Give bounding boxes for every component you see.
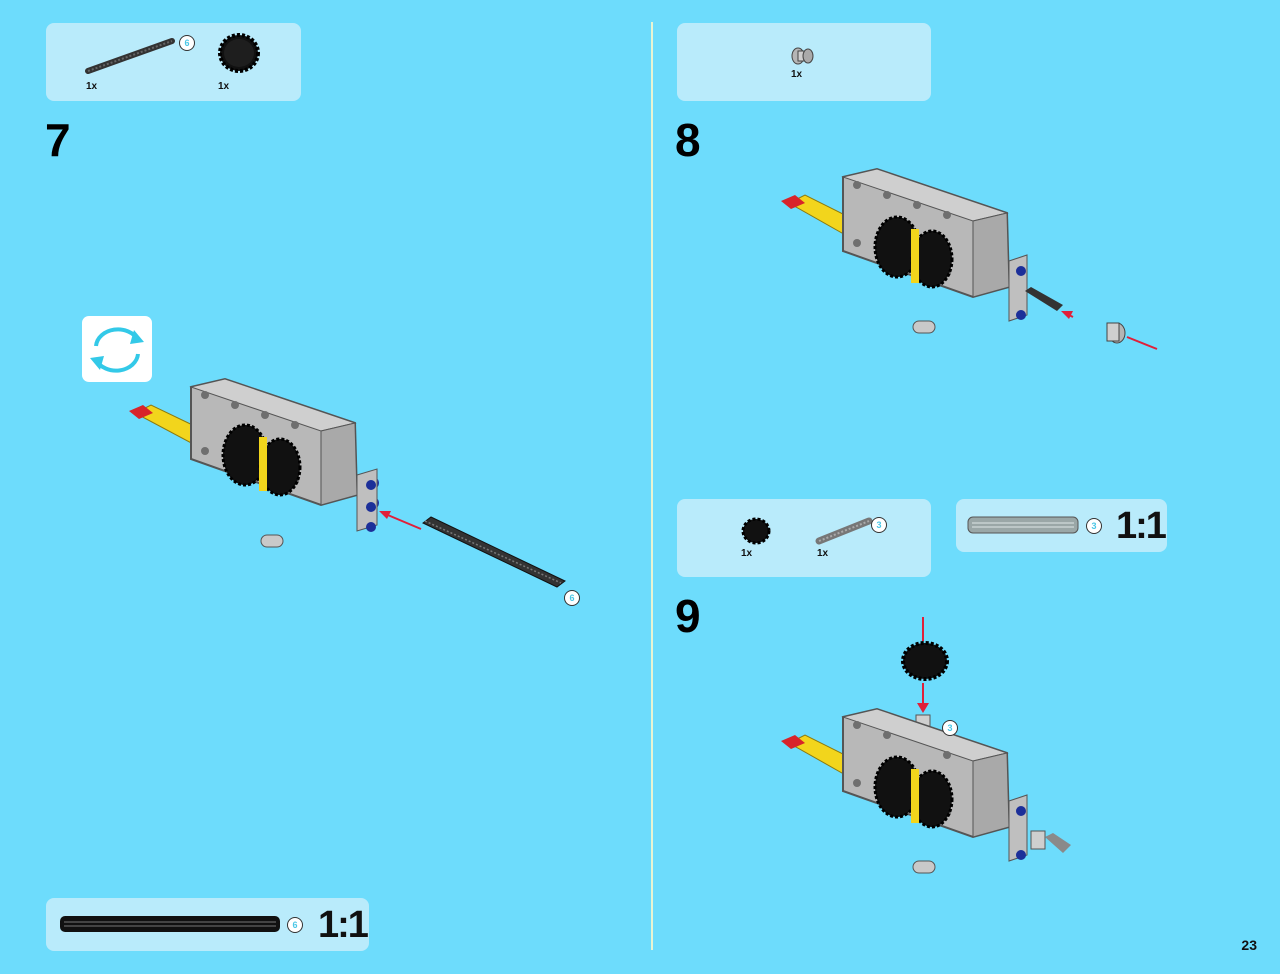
bush-icon bbox=[791, 47, 814, 65]
rotate-model-icon bbox=[82, 316, 152, 382]
step-7-gearbox-model bbox=[129, 377, 566, 588]
step-8-parts-panel: 1x bbox=[677, 23, 931, 101]
axle-length-badge: 6 bbox=[179, 35, 195, 51]
step-number: 8 bbox=[675, 114, 701, 166]
axle-length-badge: 3 bbox=[942, 720, 958, 736]
page-number: 23 bbox=[1241, 937, 1257, 953]
scale-ratio: 1:1 bbox=[318, 904, 369, 946]
scale-ratio: 1:1 bbox=[1116, 505, 1167, 547]
gear-icon bbox=[218, 33, 260, 73]
step-9-gearbox-model bbox=[781, 617, 1071, 874]
part-qty: 1x bbox=[218, 81, 230, 92]
step-9-parts-panel: 1x 3 1x bbox=[677, 499, 931, 577]
axle-6-icon bbox=[85, 38, 175, 74]
step-7-parts-panel: 6 1x 1x bbox=[46, 23, 301, 101]
step-8-gearbox-model bbox=[781, 167, 1158, 350]
axle-6-scale-icon bbox=[60, 916, 280, 932]
axle-length-badge: 6 bbox=[287, 917, 303, 933]
axle-3-icon bbox=[815, 517, 873, 545]
part-qty: 1x bbox=[86, 81, 98, 92]
part-qty: 1x bbox=[791, 69, 803, 80]
axle-3-scale-icon bbox=[967, 516, 1079, 534]
page-divider bbox=[651, 22, 653, 950]
small-gear-icon bbox=[741, 517, 771, 545]
scale-guide-panel: 6 1:1 bbox=[46, 898, 369, 951]
axle-length-badge: 6 bbox=[564, 590, 580, 606]
scale-guide-panel: 3 1:1 bbox=[956, 499, 1167, 552]
axle-length-badge: 3 bbox=[1086, 518, 1102, 534]
axle-length-badge: 3 bbox=[871, 517, 887, 533]
step-number: 7 bbox=[45, 114, 71, 166]
part-qty: 1x bbox=[817, 548, 829, 559]
part-qty: 1x bbox=[741, 548, 753, 559]
step-number: 9 bbox=[675, 590, 701, 642]
